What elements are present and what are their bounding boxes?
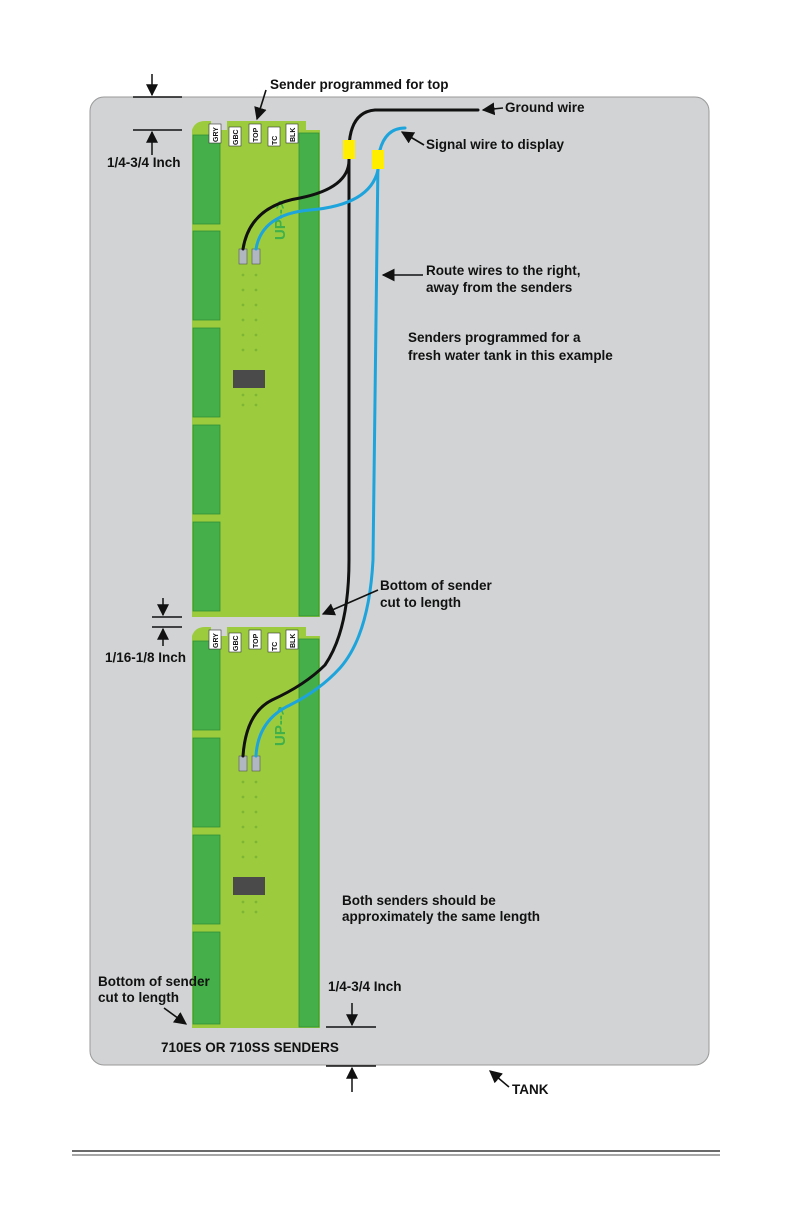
trace-dots (241, 273, 258, 407)
callout-arrows (163, 89, 510, 1088)
left-pad (192, 521, 221, 612)
ground-wire-top-sender (241, 158, 351, 251)
label-bottom-cut-2: cut to length (380, 595, 461, 610)
label-programmed-2: fresh water tank in this example (408, 348, 613, 363)
trace-dots (241, 780, 258, 914)
chip (233, 877, 265, 895)
pin-label: TOP (253, 633, 260, 648)
arrow-ground-wire (481, 102, 504, 116)
signal-wire-main (254, 126, 407, 758)
right-pad (298, 132, 320, 617)
wire-connector (343, 140, 355, 159)
arrow-sender-top (254, 89, 267, 121)
label-sender-top: Sender programmed for top (270, 77, 449, 92)
label-route-wires-1: Route wires to the right, (426, 263, 581, 278)
arrow-signal-wire (400, 131, 425, 146)
pin-label: TC (272, 642, 279, 651)
dimension-top (133, 74, 182, 155)
label-signal-wire: Signal wire to display (426, 137, 565, 152)
label-dim-gap: 1/16-1/8 Inch (105, 650, 186, 665)
top-sender: GRY GBC TOP TC BLK UP--> (192, 121, 320, 617)
arrow-bottom-cut (321, 589, 379, 616)
pin-label: TC (272, 136, 279, 145)
label-programmed-1: Senders programmed for a (408, 330, 581, 345)
label-bottom-cut-1: Bottom of sender (380, 578, 492, 593)
label-ground-wire: Ground wire (505, 100, 585, 115)
pin-label: GBC (233, 635, 240, 651)
left-pad (192, 424, 221, 515)
label-same-length-2: approximately the same length (342, 909, 540, 924)
label-tank: TANK (512, 1082, 549, 1097)
pin-label: GBC (233, 129, 240, 145)
pin-label: TOP (253, 127, 260, 142)
label-bottom-cut2-2: cut to length (98, 990, 179, 1005)
pin-label: GRY (213, 127, 220, 142)
pin-label: BLK (290, 128, 297, 142)
label-same-length-1: Both senders should be (342, 893, 496, 908)
left-pad (192, 834, 221, 925)
sender-board (192, 121, 320, 617)
wire-connector (372, 150, 384, 169)
chip (233, 370, 265, 388)
arrow-tank (489, 1070, 510, 1088)
left-pad (192, 931, 221, 1025)
label-dim-top: 1/4-3/4 Inch (107, 155, 181, 170)
label-bottom-cut2-1: Bottom of sender (98, 974, 210, 989)
label-dim-bottom: 1/4-3/4 Inch (328, 979, 402, 994)
wires (241, 108, 480, 758)
up-arrow-label: UP--> (272, 706, 289, 746)
pin-label: BLK (290, 634, 297, 648)
pin-labels: GRY GBC TOP TC BLK (208, 123, 299, 147)
left-pad (192, 327, 221, 418)
label-route-wires-2: away from the senders (426, 280, 572, 295)
bottom-sender: GRY GBC TOP TC BLK UP--> (192, 627, 320, 1028)
left-pad (192, 134, 221, 225)
pin-label: GRY (213, 633, 220, 648)
label-senders-model: 710ES OR 710SS SENDERS (161, 1040, 339, 1055)
left-pad (192, 640, 221, 731)
signal-wire-top-sender (254, 168, 380, 251)
footer-rule (72, 1150, 720, 1156)
ground-wire-main (241, 108, 480, 758)
arrow-bottom-cut-2 (163, 1007, 188, 1025)
dimension-gap (152, 598, 182, 646)
right-pad (298, 638, 320, 1028)
pin-labels: GRY GBC TOP TC BLK (208, 629, 299, 653)
left-pad (192, 737, 221, 828)
up-arrow-label: UP--> (272, 200, 289, 240)
left-pad (192, 230, 221, 321)
dimension-bottom (326, 1003, 376, 1092)
